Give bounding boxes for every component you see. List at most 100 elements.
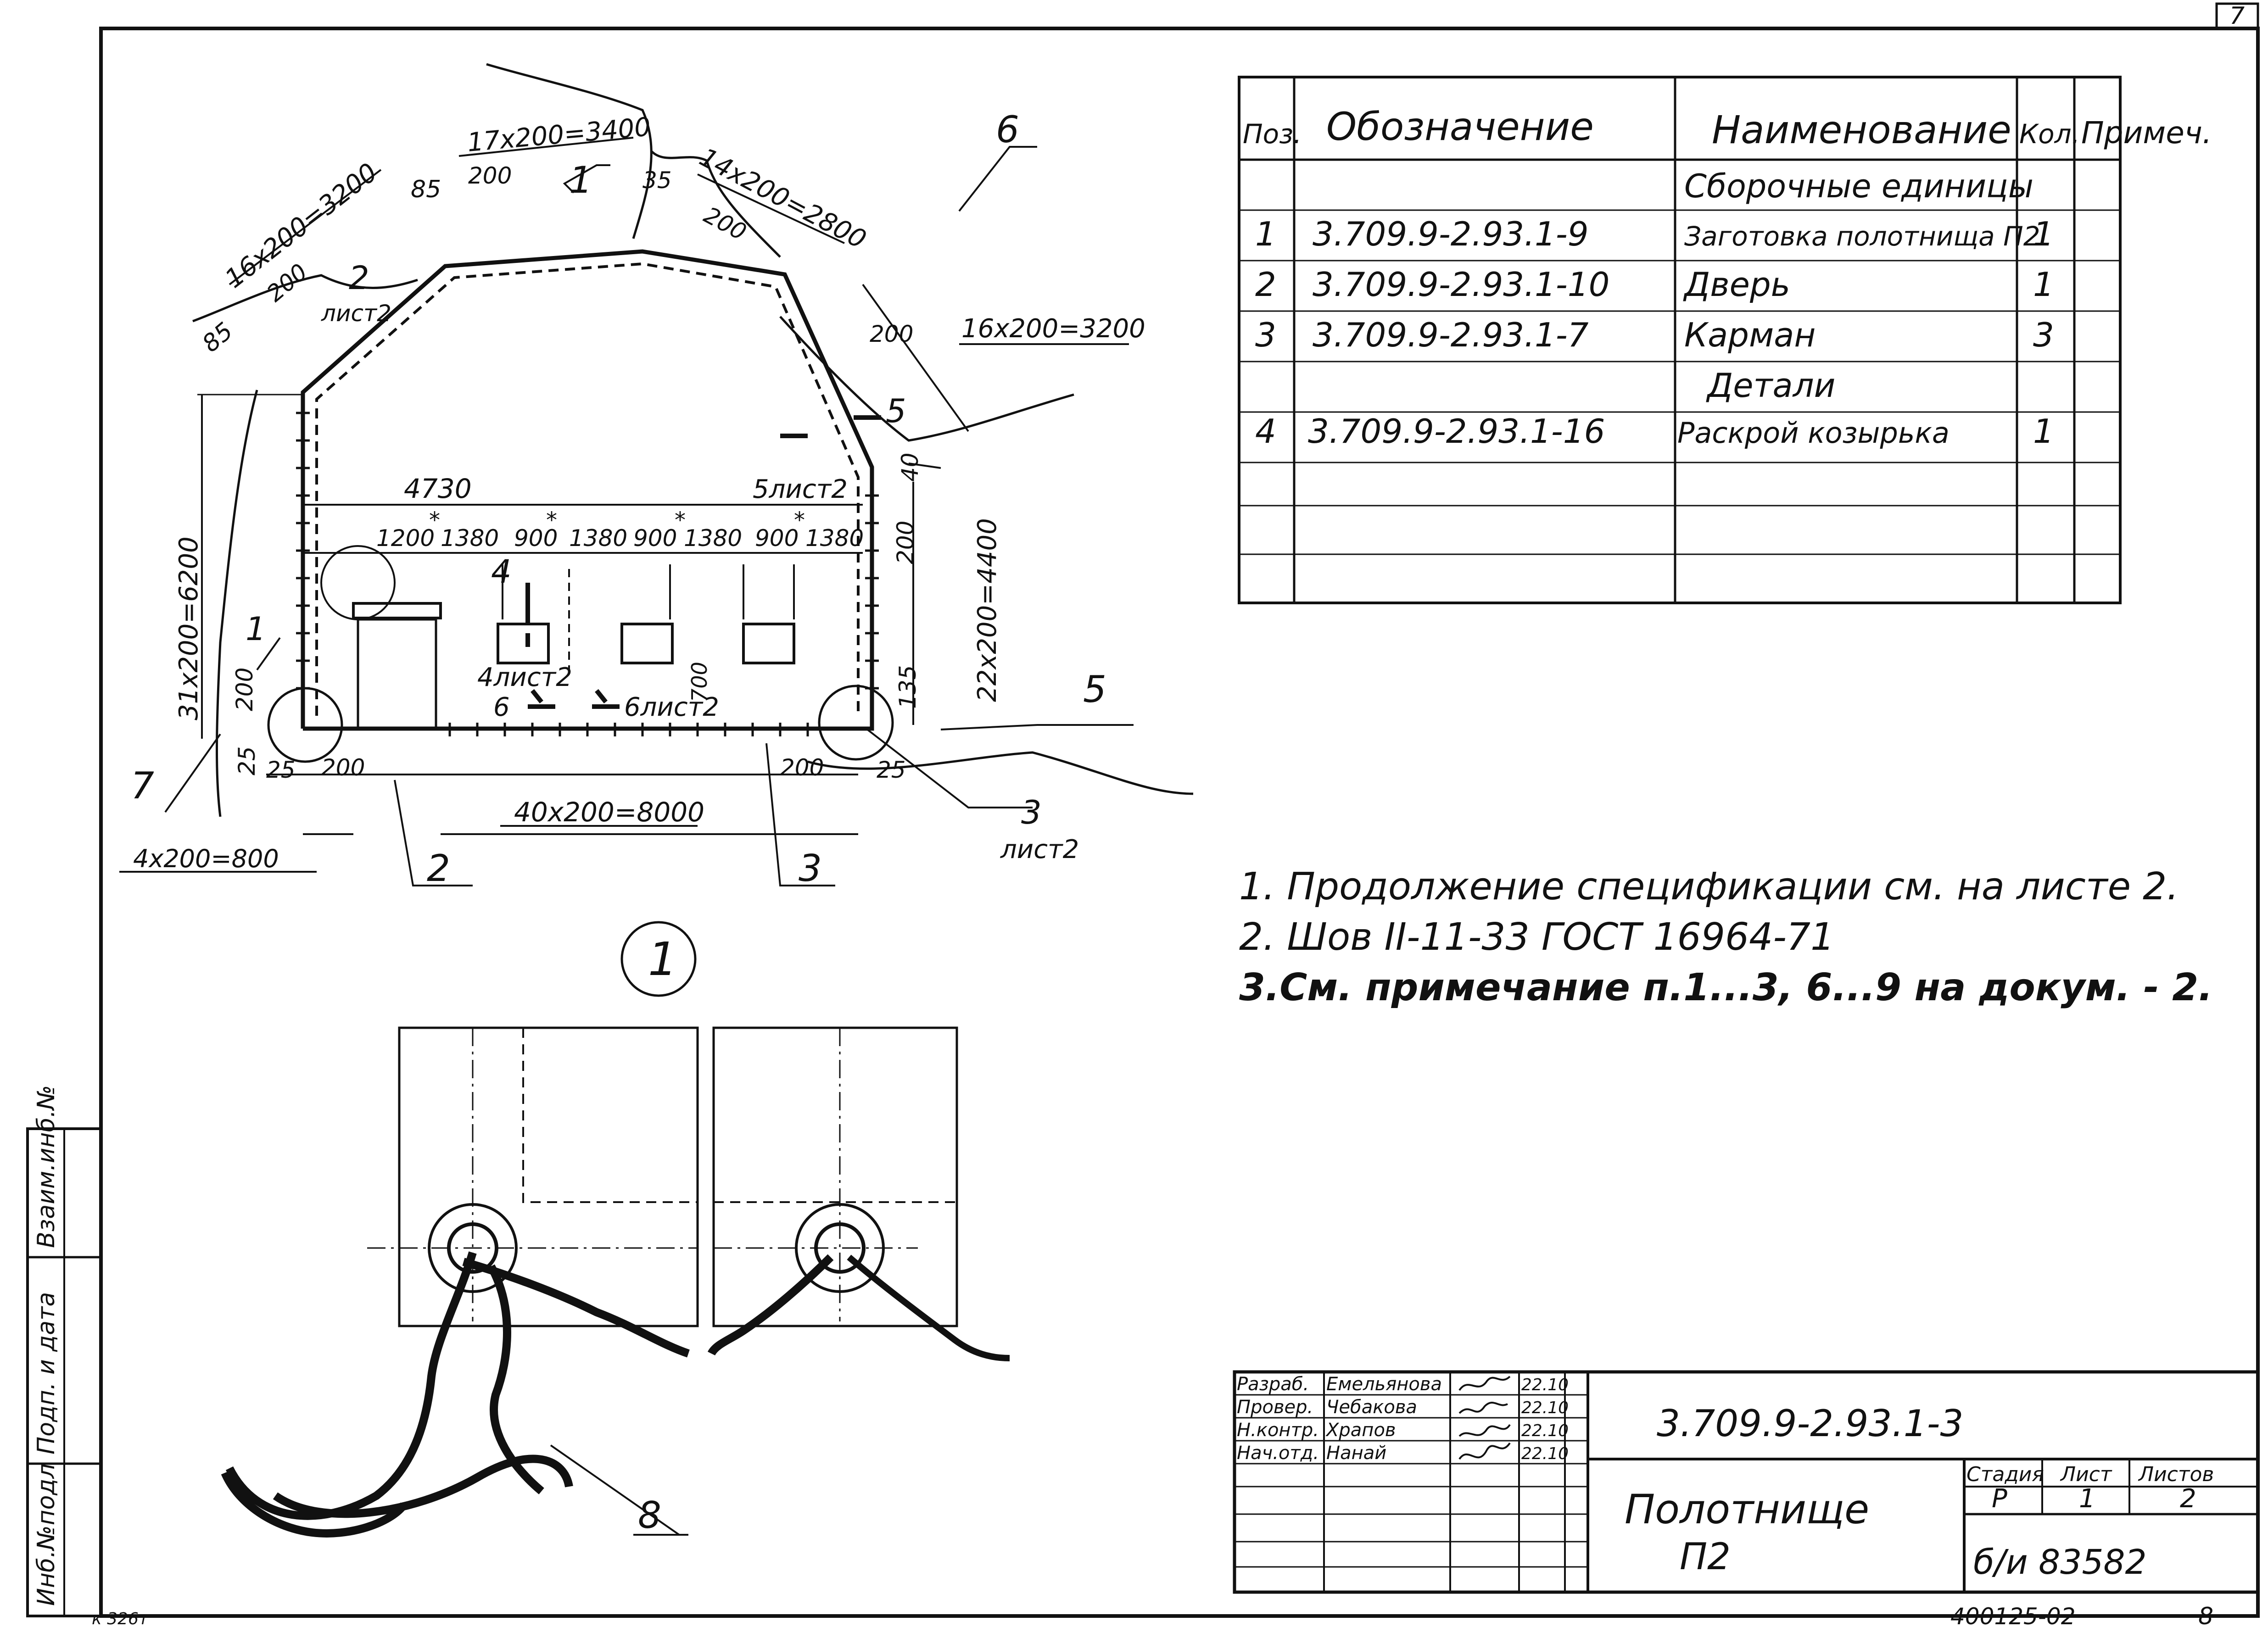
table-row: 2 3.709.9-2.93.1-10 Дверь 1 (1255, 265, 2054, 304)
tb-date-0: 22.10 (1521, 1376, 1569, 1394)
dim-900-a: 900 (514, 525, 558, 552)
inv-podl-label: Инб.№подл (33, 1463, 60, 1606)
tb-doc-code: 3.709.9-2.93.1-3 (1657, 1402, 1963, 1445)
dim-16x200-right: 16х200=3200 (961, 314, 1145, 344)
section-5: 5 (886, 392, 906, 430)
dim-25-b: 25 (266, 757, 296, 783)
dim-31x200: 31х200=6200 (174, 536, 204, 720)
dim-200-e: 200 (231, 668, 258, 711)
dim-1380-d: 1380 (805, 525, 864, 552)
callout-1: 1 (569, 159, 592, 201)
callout-5: 5 (1083, 668, 1106, 711)
dim-900-b: 900 (633, 525, 677, 552)
callout-6: 6 (996, 108, 1019, 151)
signature (1458, 1402, 1508, 1414)
tb-title-line1: Полотнище (1625, 1486, 1869, 1533)
tb-date-1: 22.10 (1521, 1399, 1569, 1417)
tb-name-1: Чебакова (1326, 1397, 1417, 1418)
spec-table (1238, 76, 2122, 604)
dim-35: 35 (642, 167, 672, 194)
tb-sheet: 1 (2079, 1484, 2095, 1514)
section-5-list2: 5лист2 (753, 474, 848, 504)
tarp-outline (301, 249, 874, 731)
pocket-3 (742, 623, 795, 664)
tb-stage: Р (1992, 1484, 2007, 1514)
tb-name-0: Емельянова (1326, 1374, 1442, 1395)
dim-135: 135 (894, 665, 921, 709)
dim-4730: 4730 (404, 473, 472, 504)
tb-role-0: Разраб. (1237, 1374, 1309, 1395)
vz-inv-label: Взаим.инб.№ (33, 1085, 60, 1248)
tb-stage-label: Стадия (1966, 1463, 2044, 1486)
dim-85-a: 85 (411, 176, 441, 203)
dim-200-g: 200 (321, 754, 365, 781)
dim-4x200: 4х200=800 (133, 844, 279, 873)
dim-1380-c: 1380 (684, 525, 742, 552)
callout-7: 7 (131, 764, 154, 807)
dim-1200: 1200 (376, 525, 435, 552)
tb-role-2: Н.контр. (1237, 1420, 1319, 1441)
table-cell-qty: 3 (2033, 316, 2054, 354)
tb-sheets: 2 (2180, 1484, 2196, 1514)
table-cell-qty: 1 (2033, 412, 2054, 451)
dim-200-b: 200 (699, 201, 750, 245)
pocket-1 (497, 623, 550, 664)
dim-1380-a: 1380 (441, 525, 499, 552)
tb-role-3: Нач.отд. (1237, 1443, 1319, 1464)
dim-star-d: * (794, 507, 805, 533)
tb-date-2: 22.10 (1521, 1421, 1569, 1440)
title-block (1233, 1370, 2260, 1594)
tb-sheet-label: Лист (2060, 1463, 2112, 1486)
callout-8: 8 (638, 1494, 661, 1537)
dim-200-a: 200 (468, 162, 512, 189)
table-cell-qty: 1 (2033, 215, 2054, 253)
table-cell-pos: 4 (1255, 412, 1276, 451)
table-row: 1 3.709.9-2.93.1-9 Заготовка полотнища П… (1255, 215, 2054, 253)
tb-name-3: Нанай (1326, 1443, 1386, 1464)
tb-role-1: Провер. (1237, 1397, 1313, 1418)
table-cell-name: Раскрой козырька (1677, 416, 1950, 450)
dim-700: 700 (687, 662, 712, 702)
section-6: 6 (493, 692, 510, 722)
note-3: 3.См. примечание п.1...3, 6...9 на докум… (1239, 966, 2212, 1009)
signature (1458, 1424, 1511, 1437)
section-4: 4 (491, 553, 512, 591)
table-header-name: Наименование (1712, 107, 2011, 152)
table-cell-designation: 3.709.9-2.93.1-9 (1313, 215, 1589, 253)
table-cell-name: Заготовка полотнища П2 (1684, 221, 2040, 252)
callout-1-corner: 1 (246, 610, 266, 648)
table-cell-designation: 3.709.9-2.93.1-7 (1313, 316, 1589, 354)
dim-900-c: 900 (755, 525, 799, 552)
callout-2-list2: лист2 (321, 300, 391, 327)
signature (1458, 1376, 1511, 1391)
detail-view (221, 921, 1010, 1538)
dim-1380-b: 1380 (569, 525, 627, 552)
table-cell-name: Карман (1684, 316, 1816, 354)
plan-drawing (119, 63, 1194, 886)
table-header-qty: Кол. (2019, 118, 2080, 150)
table-cell-pos: 1 (1255, 215, 1276, 253)
table-row: 4 3.709.9-2.93.1-16 Раскрой козырька 1 (1255, 412, 2054, 451)
section-4-list2: 4лист2 (477, 663, 572, 692)
table-cell-name: Дверь (1683, 265, 1790, 304)
dim-85-b: 85 (197, 317, 238, 357)
tb-date-3: 22.10 (1521, 1444, 1569, 1463)
stamp-note: к 326т (92, 1610, 149, 1627)
detail-view-label: 1 (648, 932, 677, 986)
table-cell-name: Детали (1706, 366, 1835, 405)
table-cell-designation: 3.709.9-2.93.1-10 (1313, 265, 1609, 304)
dim-22x200: 22х200=4400 (972, 518, 1002, 702)
detail-view-marker (620, 921, 697, 997)
door-outline (357, 618, 437, 730)
callout-3-corner: 3 (1021, 794, 1042, 831)
tb-sheets-label: Листов (2138, 1463, 2214, 1486)
dim-17x200: 17х200=3400 (466, 112, 652, 158)
table-header-designation: Обозначение (1326, 104, 1594, 149)
table-cell-pos: 3 (1255, 316, 1276, 354)
callout-2-top: 2 (349, 259, 369, 297)
section-6-list2: 6лист2 (624, 692, 719, 722)
sheet-frame (26, 2, 2260, 1618)
dim-200-h: 200 (780, 754, 824, 781)
table-row: 3 3.709.9-2.93.1-7 Карман 3 (1255, 316, 2054, 354)
